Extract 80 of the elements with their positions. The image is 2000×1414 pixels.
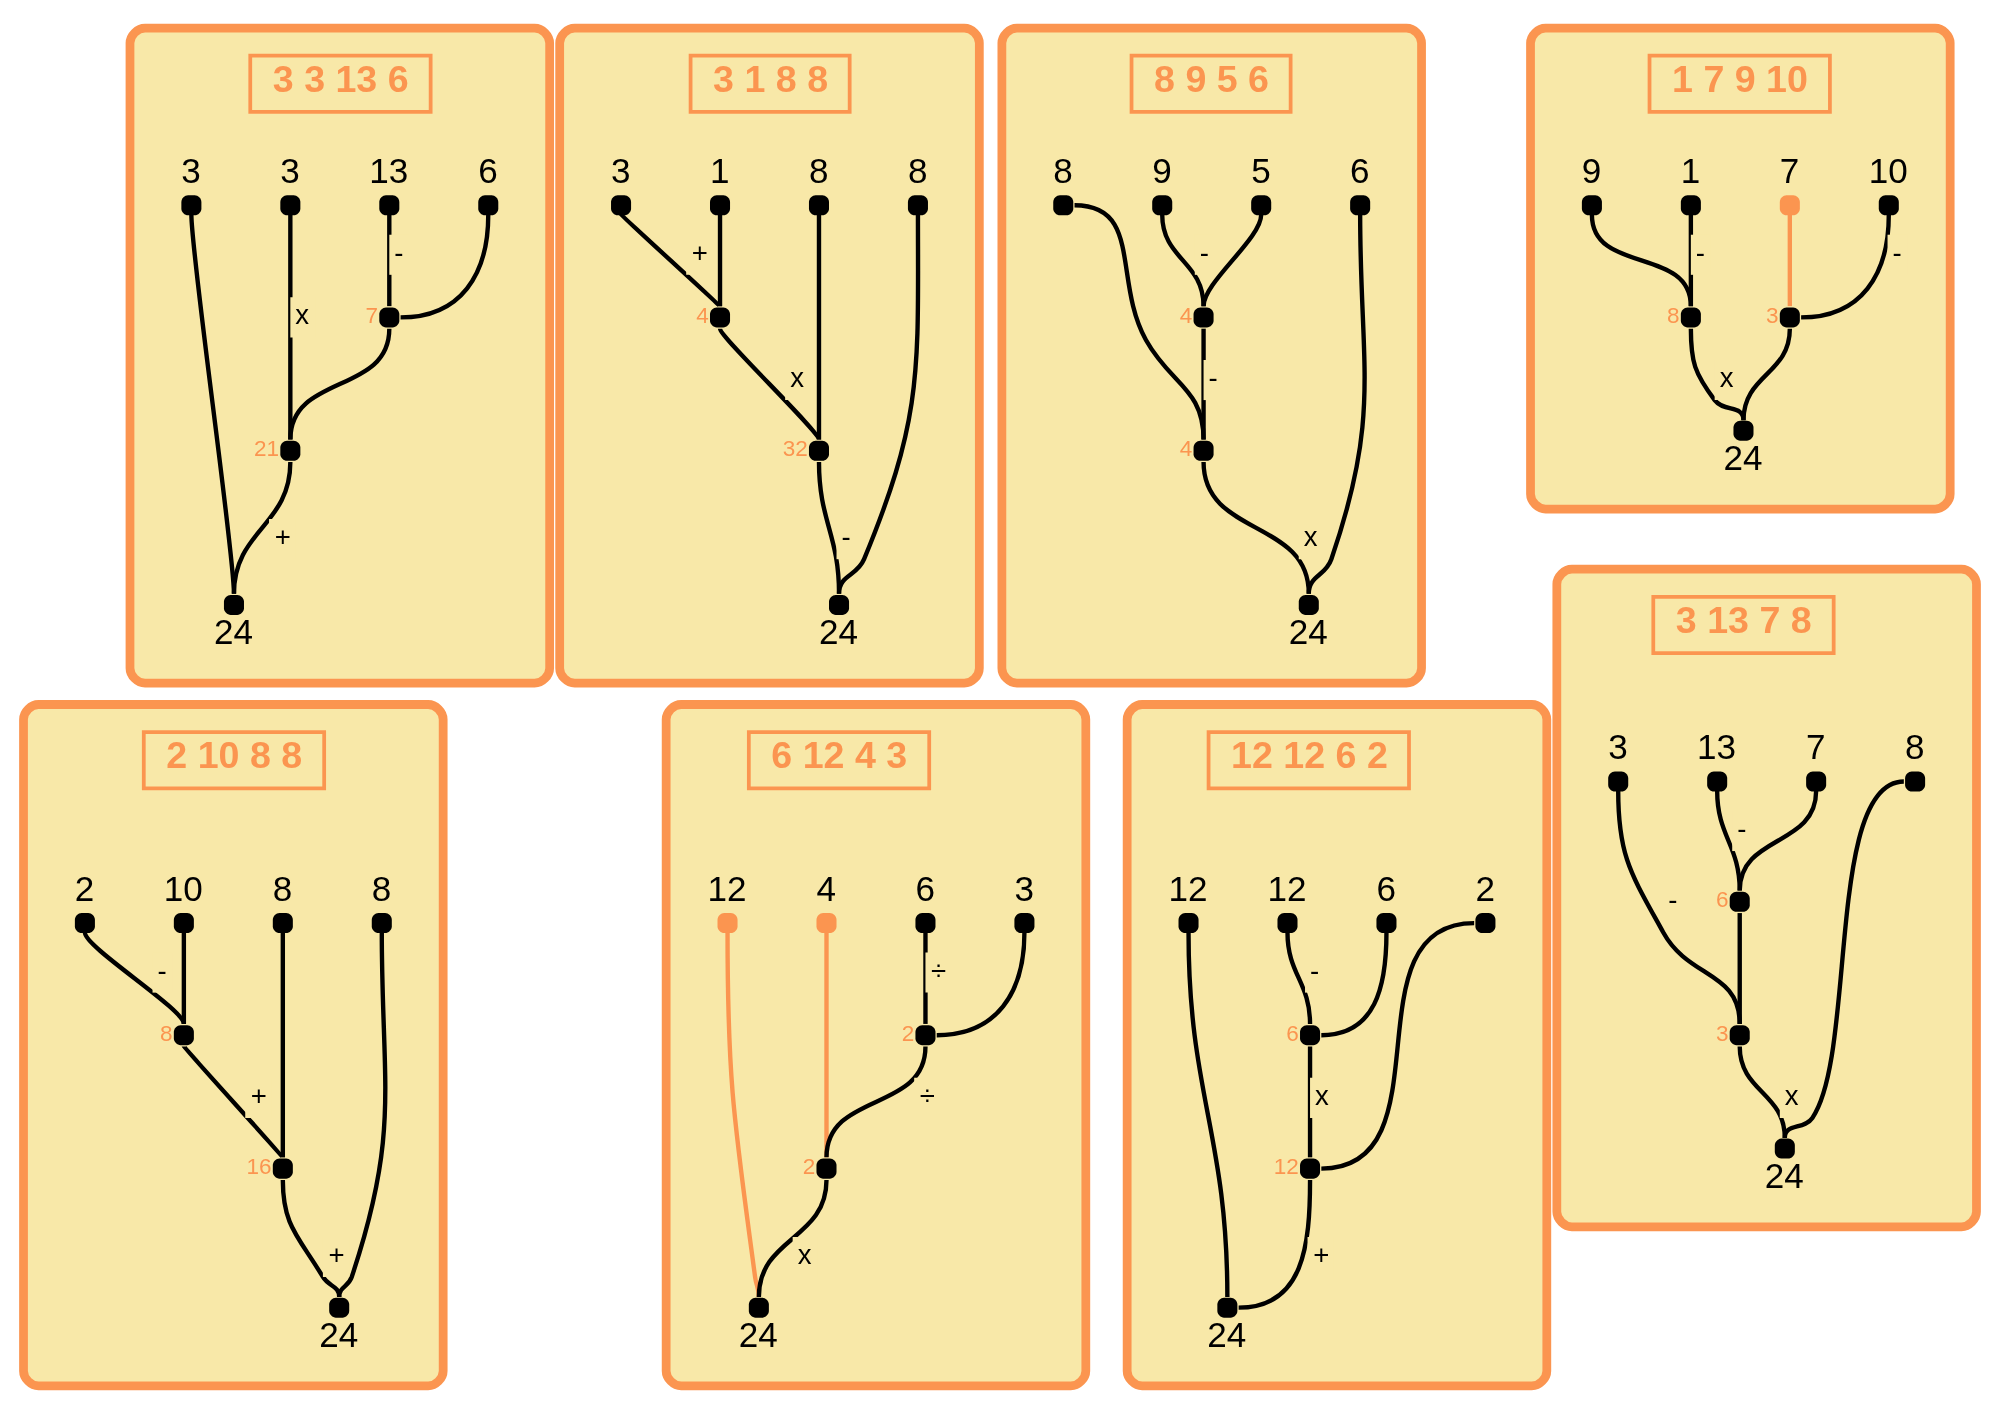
node-label: 9	[1581, 151, 1602, 191]
node-label: 4	[696, 302, 709, 328]
node-label: 6	[1286, 1020, 1299, 1046]
node-label: 6	[1715, 887, 1729, 913]
node-label: 2	[74, 869, 95, 909]
node-label: 8	[371, 869, 392, 909]
node-label: 1	[710, 151, 730, 191]
edge-label: -	[1208, 362, 1218, 394]
node-label: 3	[1766, 302, 1779, 328]
node-label: 10	[1868, 151, 1908, 191]
edge-label: -	[841, 521, 851, 553]
edge-label: +	[328, 1238, 345, 1270]
node-label: 24	[1723, 438, 1763, 478]
edge-label: +	[274, 521, 291, 553]
node-label: 1	[1680, 151, 1701, 191]
node-label: 2	[1475, 869, 1495, 909]
edge-label: -	[1737, 813, 1747, 845]
edge-label: x	[1315, 1079, 1329, 1111]
edge-label: x	[790, 362, 804, 394]
node-label: 10	[163, 869, 203, 909]
node-label: 6	[1376, 869, 1396, 909]
edge-label: -	[1668, 883, 1678, 915]
node-label: 6	[1350, 151, 1370, 191]
edge-label: x	[1784, 1079, 1799, 1111]
node-label: 7	[365, 302, 379, 328]
node-label: 24	[213, 612, 253, 652]
node-label: 4	[1179, 436, 1193, 462]
node-label: 6	[915, 869, 935, 909]
node-label: 12	[1273, 1154, 1299, 1180]
node-label: 4	[816, 869, 836, 909]
node-label: 3	[1014, 869, 1034, 909]
node-label: 24	[1207, 1315, 1247, 1355]
edge-label: -	[157, 954, 167, 986]
node-label: 21	[254, 436, 280, 462]
node-label: 24	[319, 1315, 359, 1355]
node-label: 5	[1251, 151, 1271, 191]
node-label: 24	[818, 612, 858, 652]
node-label: 3	[1608, 727, 1628, 767]
edge-label: -	[394, 236, 404, 268]
node-label: 24	[1764, 1155, 1804, 1195]
edge-label: +	[1313, 1238, 1330, 1270]
node-label: 7	[1806, 727, 1826, 767]
node-label: 16	[246, 1154, 272, 1180]
edge-label: x	[797, 1238, 812, 1270]
node-label: 8	[1905, 727, 1925, 767]
node-label: 8	[907, 151, 928, 191]
node-label: 3	[1715, 1020, 1729, 1046]
node-label: 9	[1152, 151, 1172, 191]
node-label: 12	[1267, 869, 1307, 909]
node-label: 13	[1697, 727, 1737, 767]
node-label: 8	[808, 151, 829, 191]
edge-label: ÷	[919, 1079, 935, 1111]
node-label: 4	[1179, 302, 1193, 328]
node-label: 6	[478, 151, 498, 191]
node-label: 12	[707, 869, 747, 909]
node-label: 8	[1667, 302, 1680, 328]
edge-label: +	[691, 236, 708, 268]
node-label: 24	[738, 1315, 778, 1355]
node-label: 8	[160, 1020, 173, 1046]
node-label: 12	[1168, 869, 1208, 909]
node-label: 13	[369, 151, 409, 191]
edge-label: x	[295, 299, 310, 331]
node-label: 3	[280, 151, 300, 191]
node-label: 3	[181, 151, 201, 191]
edge-label: ÷	[931, 954, 947, 986]
node-label: 24	[1288, 612, 1328, 652]
edge-label: x	[1719, 362, 1734, 394]
node-label: 7	[1779, 151, 1800, 191]
node-label: 3	[611, 151, 631, 191]
node-label: 8	[1053, 151, 1073, 191]
node-label: 2	[901, 1020, 915, 1046]
edge-label: +	[250, 1079, 267, 1111]
node-label: 8	[272, 869, 293, 909]
node-label: 2	[802, 1154, 816, 1180]
edge-label: -	[1199, 236, 1209, 268]
edge-label: -	[1892, 236, 1902, 268]
edge-label: x	[1303, 521, 1318, 553]
edge-label: -	[1310, 954, 1320, 986]
node-label: 32	[782, 436, 808, 462]
edge-label: -	[1695, 236, 1706, 268]
